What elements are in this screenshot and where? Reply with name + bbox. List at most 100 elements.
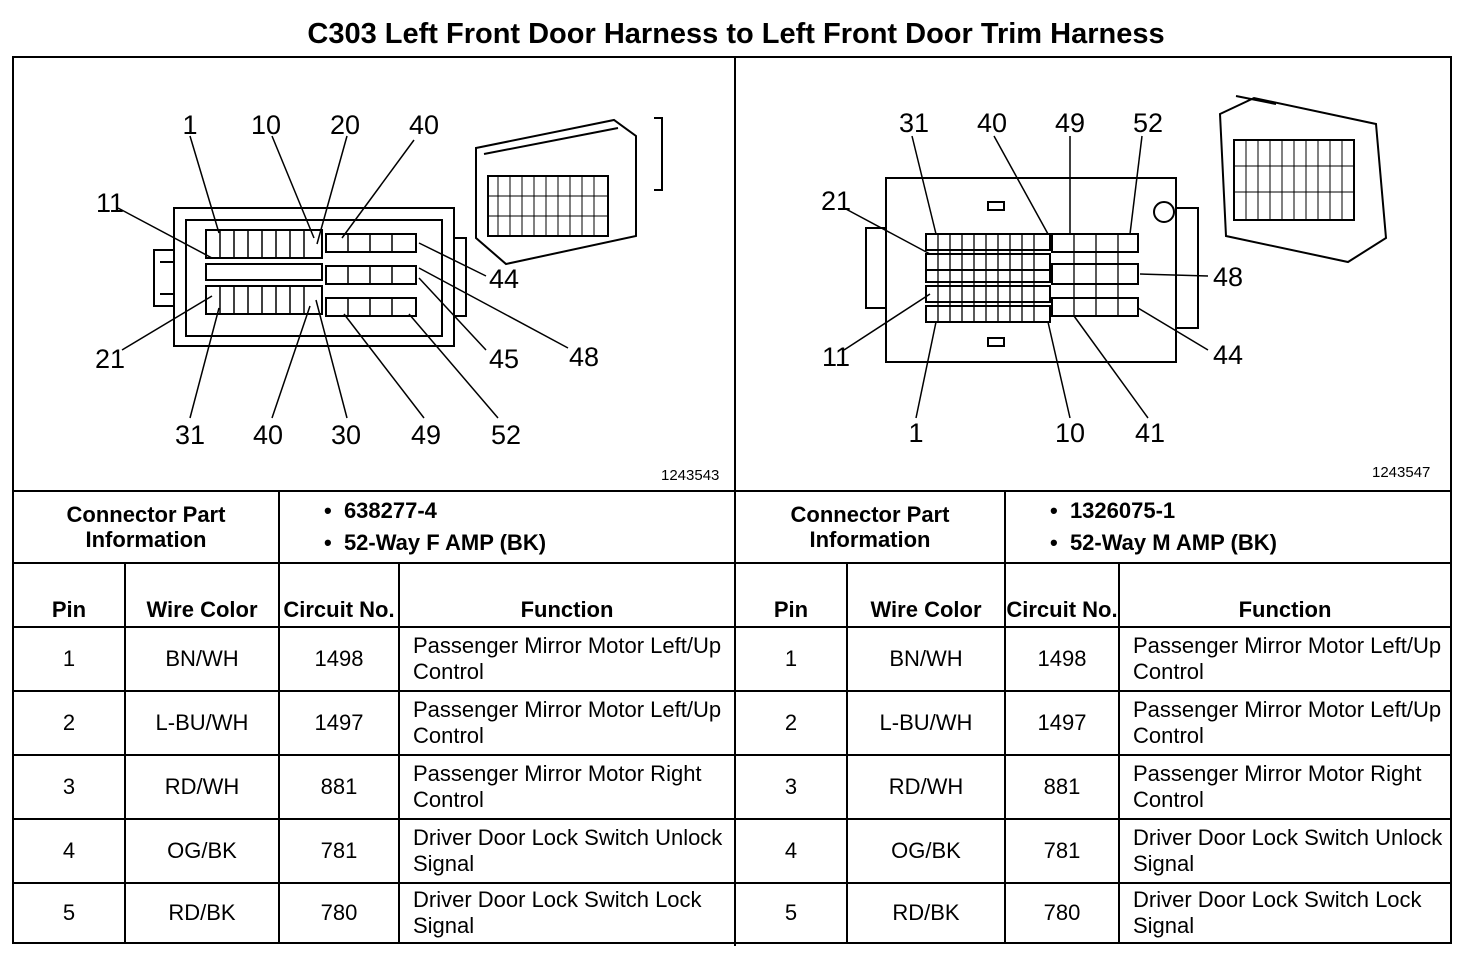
- pin-label: 41: [1135, 418, 1165, 448]
- part-info-label: Connector Part Information: [66, 502, 226, 552]
- pin-cell: 3: [784, 774, 798, 799]
- column-divider: [278, 490, 280, 942]
- male-connector-drawing: 31 40 49 52 21 48 11 44 1 10 41: [821, 95, 1388, 448]
- figure-id: 1243547: [1372, 464, 1431, 481]
- pin-label: 52: [1133, 108, 1163, 138]
- function-cell: Passenger Mirror Motor Right Control: [413, 761, 702, 812]
- pin-label: 10: [251, 110, 281, 140]
- panel-divider: [734, 58, 736, 946]
- function-cell: Passenger Mirror Motor Left/Up Control: [413, 633, 722, 684]
- part-info-list: 638277-4 52-Way F AMP (BK): [280, 492, 734, 562]
- pin-label: 48: [1213, 262, 1243, 292]
- col-header-function: Function: [520, 597, 614, 622]
- circuit-cell: 780: [1043, 900, 1081, 925]
- pin-cell: 4: [62, 838, 76, 863]
- female-connector-view: 1 10 20 40 11 44 21 45 48 31 40 30 49 52…: [14, 58, 734, 490]
- pin-label: 21: [95, 344, 125, 374]
- pin-label: 10: [1055, 418, 1085, 448]
- table-divider: [14, 818, 1450, 820]
- function-cell: Passenger Mirror Motor Left/Up Control: [1133, 697, 1442, 748]
- pin-label: 11: [96, 188, 124, 218]
- pin-label: 40: [253, 420, 283, 450]
- pin-cell: 4: [784, 838, 798, 863]
- pin-label: 49: [1055, 108, 1085, 138]
- wire-color-cell: L-BU/WH: [155, 710, 249, 735]
- male-connector-view: 31 40 49 52 21 48 11 44 1 10 41 1243547: [736, 58, 1450, 490]
- pin-label: 31: [899, 108, 929, 138]
- pin-label: 44: [489, 264, 519, 294]
- col-header-circuit: Circuit No.: [283, 597, 395, 622]
- function-cell: Passenger Mirror Motor Left/Up Control: [1133, 633, 1442, 684]
- pin-label: 31: [175, 420, 205, 450]
- pin-label: 1: [182, 110, 197, 140]
- pin-cell: 2: [784, 710, 798, 735]
- wire-color-cell: BN/WH: [889, 646, 963, 671]
- pin-label: 48: [569, 342, 599, 372]
- female-connector-drawing: 1 10 20 40 11 44 21 45 48 31 40 30 49 52: [95, 110, 663, 450]
- table-divider: [14, 690, 1450, 692]
- wire-color-cell: OG/BK: [167, 838, 237, 863]
- pin-label: 20: [330, 110, 360, 140]
- part-info-label: Connector Part Information: [790, 502, 950, 552]
- circuit-cell: 781: [1043, 838, 1081, 863]
- column-divider: [1118, 562, 1120, 942]
- circuit-cell: 781: [320, 838, 358, 863]
- pin-label: 44: [1213, 340, 1243, 370]
- col-header-wire-color: Wire Color: [146, 597, 258, 622]
- col-header-function: Function: [1238, 597, 1332, 622]
- pin-cell: 5: [784, 900, 798, 925]
- pin-label: 40: [409, 110, 439, 140]
- circuit-cell: 1498: [1037, 646, 1087, 671]
- function-cell: Passenger Mirror Motor Left/Up Control: [413, 697, 722, 748]
- function-cell: Driver Door Lock Switch Lock Signal: [1133, 887, 1422, 938]
- wire-color-cell: BN/WH: [165, 646, 239, 671]
- column-divider: [398, 562, 400, 942]
- part-number: 1326075-1: [1050, 495, 1175, 527]
- pin-cell: 5: [62, 900, 76, 925]
- col-header-pin: Pin: [51, 597, 87, 622]
- pin-cell: 2: [62, 710, 76, 735]
- table-divider: [14, 626, 1450, 628]
- page-title: C303 Left Front Door Harness to Left Fro…: [307, 18, 1165, 50]
- pin-cell: 1: [62, 646, 76, 671]
- function-cell: Driver Door Lock Switch Unlock Signal: [413, 825, 723, 876]
- pin-label: 40: [977, 108, 1007, 138]
- part-info-list: 1326075-1 52-Way M AMP (BK): [1006, 492, 1450, 562]
- function-cell: Driver Door Lock Switch Unlock Signal: [1133, 825, 1443, 876]
- circuit-cell: 780: [320, 900, 358, 925]
- function-cell: Driver Door Lock Switch Lock Signal: [413, 887, 702, 938]
- pin-label: 52: [491, 420, 521, 450]
- wire-color-cell: RD/WH: [888, 774, 964, 799]
- circuit-cell: 1497: [1037, 710, 1087, 735]
- pin-label: 30: [331, 420, 361, 450]
- pin-cell: 1: [784, 646, 798, 671]
- wire-color-cell: RD/BK: [168, 900, 236, 925]
- column-divider: [1004, 490, 1006, 942]
- pin-label: 21: [821, 186, 851, 216]
- column-divider: [124, 562, 126, 942]
- table-divider: [14, 882, 1450, 884]
- table-divider: [14, 490, 1450, 492]
- wire-color-cell: OG/BK: [891, 838, 961, 863]
- wire-color-cell: RD/BK: [892, 900, 960, 925]
- table-divider: [14, 754, 1450, 756]
- part-number: 638277-4: [324, 495, 437, 527]
- pin-label: 45: [489, 344, 519, 374]
- pin-label: 49: [411, 420, 441, 450]
- circuit-cell: 1497: [314, 710, 364, 735]
- function-cell: Passenger Mirror Motor Right Control: [1133, 761, 1422, 812]
- connector-type: 52-Way F AMP (BK): [324, 527, 546, 559]
- wire-color-cell: RD/WH: [164, 774, 240, 799]
- pin-label: 1: [908, 418, 923, 448]
- col-header-pin: Pin: [773, 597, 809, 622]
- circuit-cell: 881: [1043, 774, 1081, 799]
- col-header-circuit: Circuit No.: [1006, 597, 1118, 622]
- wire-color-cell: L-BU/WH: [879, 710, 973, 735]
- col-header-wire-color: Wire Color: [870, 597, 982, 622]
- figure-id: 1243543: [661, 467, 720, 484]
- connector-frame: 1 10 20 40 11 44 21 45 48 31 40 30 49 52…: [12, 56, 1452, 946]
- table-divider: [14, 562, 1450, 564]
- circuit-cell: 1498: [314, 646, 364, 671]
- connector-type: 52-Way M AMP (BK): [1050, 527, 1277, 559]
- column-divider: [846, 562, 848, 942]
